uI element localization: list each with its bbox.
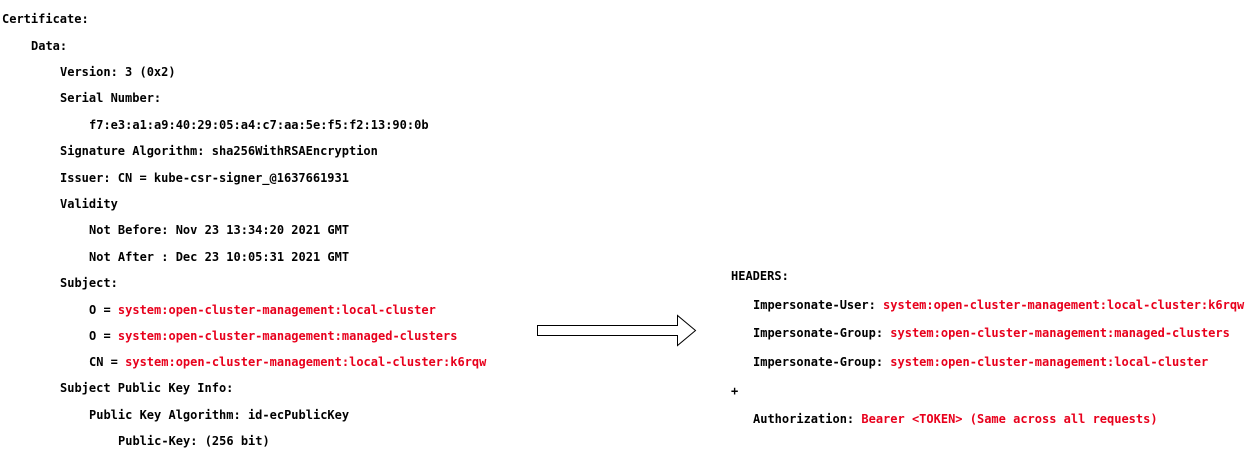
cert-serial: f7:e3:a1:a9:40:29:05:a4:c7:aa:5e:f5:f2:1… — [89, 118, 429, 132]
value: system:open-cluster-management:local-clu… — [883, 298, 1245, 312]
cert-issuer: Issuer: CN = kube-csr-signer_@1637661931 — [60, 171, 349, 185]
cert-pk: Public-Key: (256 bit) — [118, 434, 270, 448]
cert-subject-cn: CN = system:open-cluster-management:loca… — [89, 354, 486, 370]
cert-subject-o2: O = system:open-cluster-management:manag… — [89, 328, 457, 344]
value: Bearer <TOKEN> (Same across all requests… — [861, 412, 1158, 426]
label: CN = — [89, 355, 126, 369]
label: Authorization: — [753, 412, 862, 426]
value: system:open-cluster-management:managed-c… — [117, 329, 458, 343]
label: Impersonate-User: — [753, 298, 884, 312]
cert-validity: Validity — [60, 197, 118, 211]
value: system:open-cluster-management:local-clu… — [117, 303, 436, 317]
header-impersonate-group-2: Impersonate-Group: system:open-cluster-m… — [753, 354, 1208, 370]
cert-pk-alg: Public Key Algorithm: id-ecPublicKey — [89, 408, 350, 422]
cert-version: Version: 3 (0x2) — [60, 65, 176, 79]
headers-title: HEADERS: — [731, 269, 789, 283]
cert-serial-label: Serial Number: — [60, 91, 162, 105]
cert-subject-o1: O = system:open-cluster-management:local… — [89, 302, 436, 318]
plus-sign: + — [731, 384, 739, 398]
cert-not-after: Not After : Dec 23 10:05:31 2021 GMT — [89, 250, 350, 264]
cert-subject: Subject: — [60, 276, 118, 290]
label: O = — [89, 303, 118, 317]
value: system:open-cluster-management:local-clu… — [890, 355, 1209, 369]
label: O = — [89, 329, 118, 343]
cert-spki: Subject Public Key Info: — [60, 381, 234, 395]
cert-sig-alg: Signature Algorithm: sha256WithRSAEncryp… — [60, 144, 378, 158]
label: Impersonate-Group: — [753, 355, 891, 369]
header-impersonate-user: Impersonate-User: system:open-cluster-ma… — [753, 297, 1244, 313]
value: system:open-cluster-management:local-clu… — [125, 355, 487, 369]
cert-title: Certificate: — [2, 12, 89, 26]
header-impersonate-group-1: Impersonate-Group: system:open-cluster-m… — [753, 325, 1230, 341]
header-authorization: Authorization: Bearer <TOKEN> (Same acro… — [753, 411, 1158, 427]
cert-data: Data: — [31, 39, 68, 53]
cert-not-before: Not Before: Nov 23 13:34:20 2021 GMT — [89, 223, 350, 237]
label: Impersonate-Group: — [753, 326, 891, 340]
value: system:open-cluster-management:managed-c… — [890, 326, 1230, 340]
